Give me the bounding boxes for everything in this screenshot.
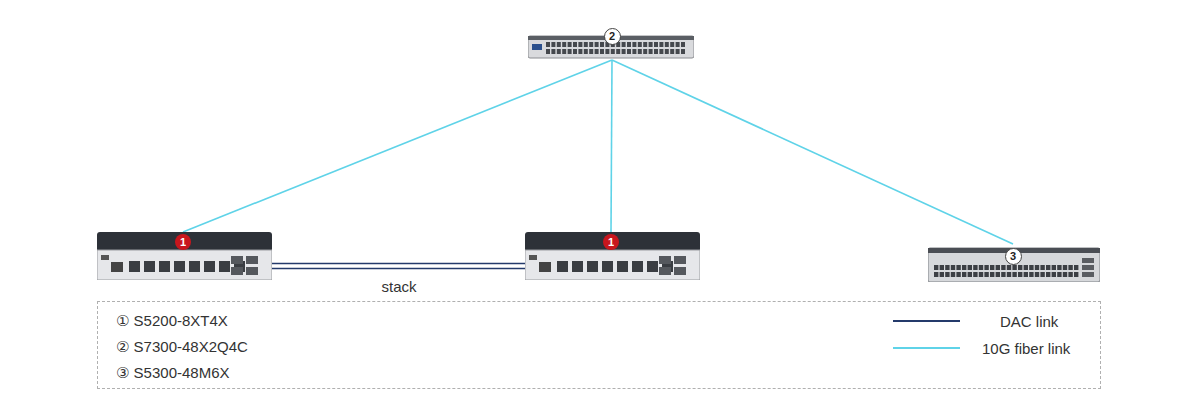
switch-device: 1	[97, 232, 272, 280]
link-label: stack	[379, 278, 418, 295]
fiber-link	[183, 60, 612, 232]
legend-line-sample	[893, 347, 960, 349]
legend-text: ③ S5300-48M6X	[116, 364, 230, 382]
callout-number: 1	[175, 234, 191, 250]
legend-line-sample	[893, 320, 960, 322]
callout-number: 2	[604, 28, 621, 45]
legend-text: DAC link	[1000, 313, 1058, 330]
switch-device: 2	[528, 26, 694, 60]
callout-number: 3	[1005, 248, 1022, 265]
callout-number: 1	[603, 234, 619, 250]
fiber-link	[611, 60, 612, 232]
fiber-link	[612, 60, 1013, 244]
legend-text: ① S5200-8XT4X	[116, 312, 228, 330]
legend-text: ② S7300-48X2Q4C	[116, 338, 248, 356]
legend-text: 10G fiber link	[982, 340, 1070, 357]
switch-device: 1	[525, 232, 700, 280]
switch-device: 3	[928, 244, 1100, 282]
dac-link	[272, 264, 525, 269]
